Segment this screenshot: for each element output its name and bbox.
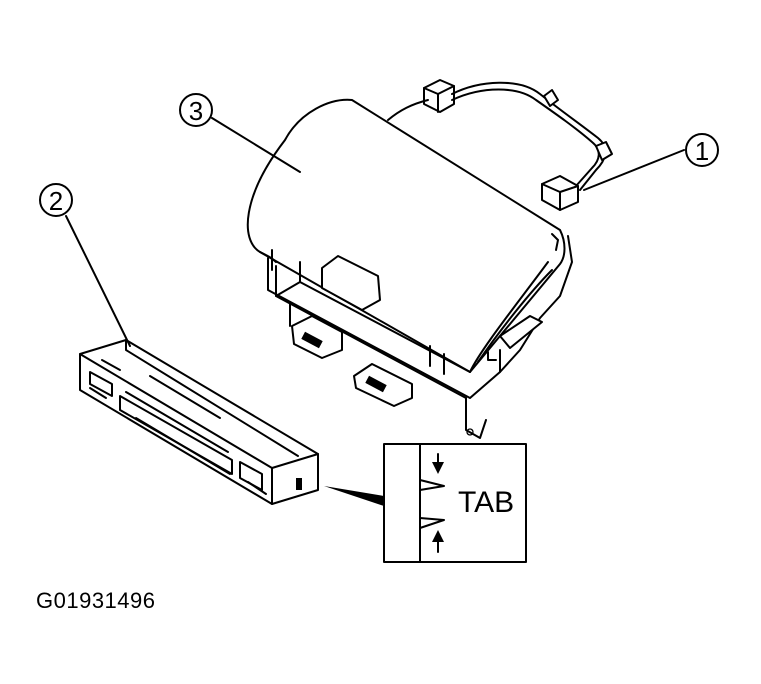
component-1-harness (387, 79, 613, 211)
callout-2: 2 (39, 183, 73, 217)
tab-label: TAB (458, 486, 514, 519)
callout-1: 1 (685, 133, 719, 167)
tab-detail-box: TAB (383, 443, 527, 563)
component-2-panel (79, 339, 319, 505)
callout-2-number: 2 (49, 186, 63, 216)
callout-3-number: 3 (189, 96, 203, 126)
figure-code: G01931496 (36, 588, 156, 613)
callout-1-number: 1 (695, 136, 709, 166)
component-3-housing (246, 98, 573, 439)
detail-pointer (324, 486, 384, 506)
leader-lines (65, 117, 685, 347)
callout-3: 3 (179, 93, 213, 127)
